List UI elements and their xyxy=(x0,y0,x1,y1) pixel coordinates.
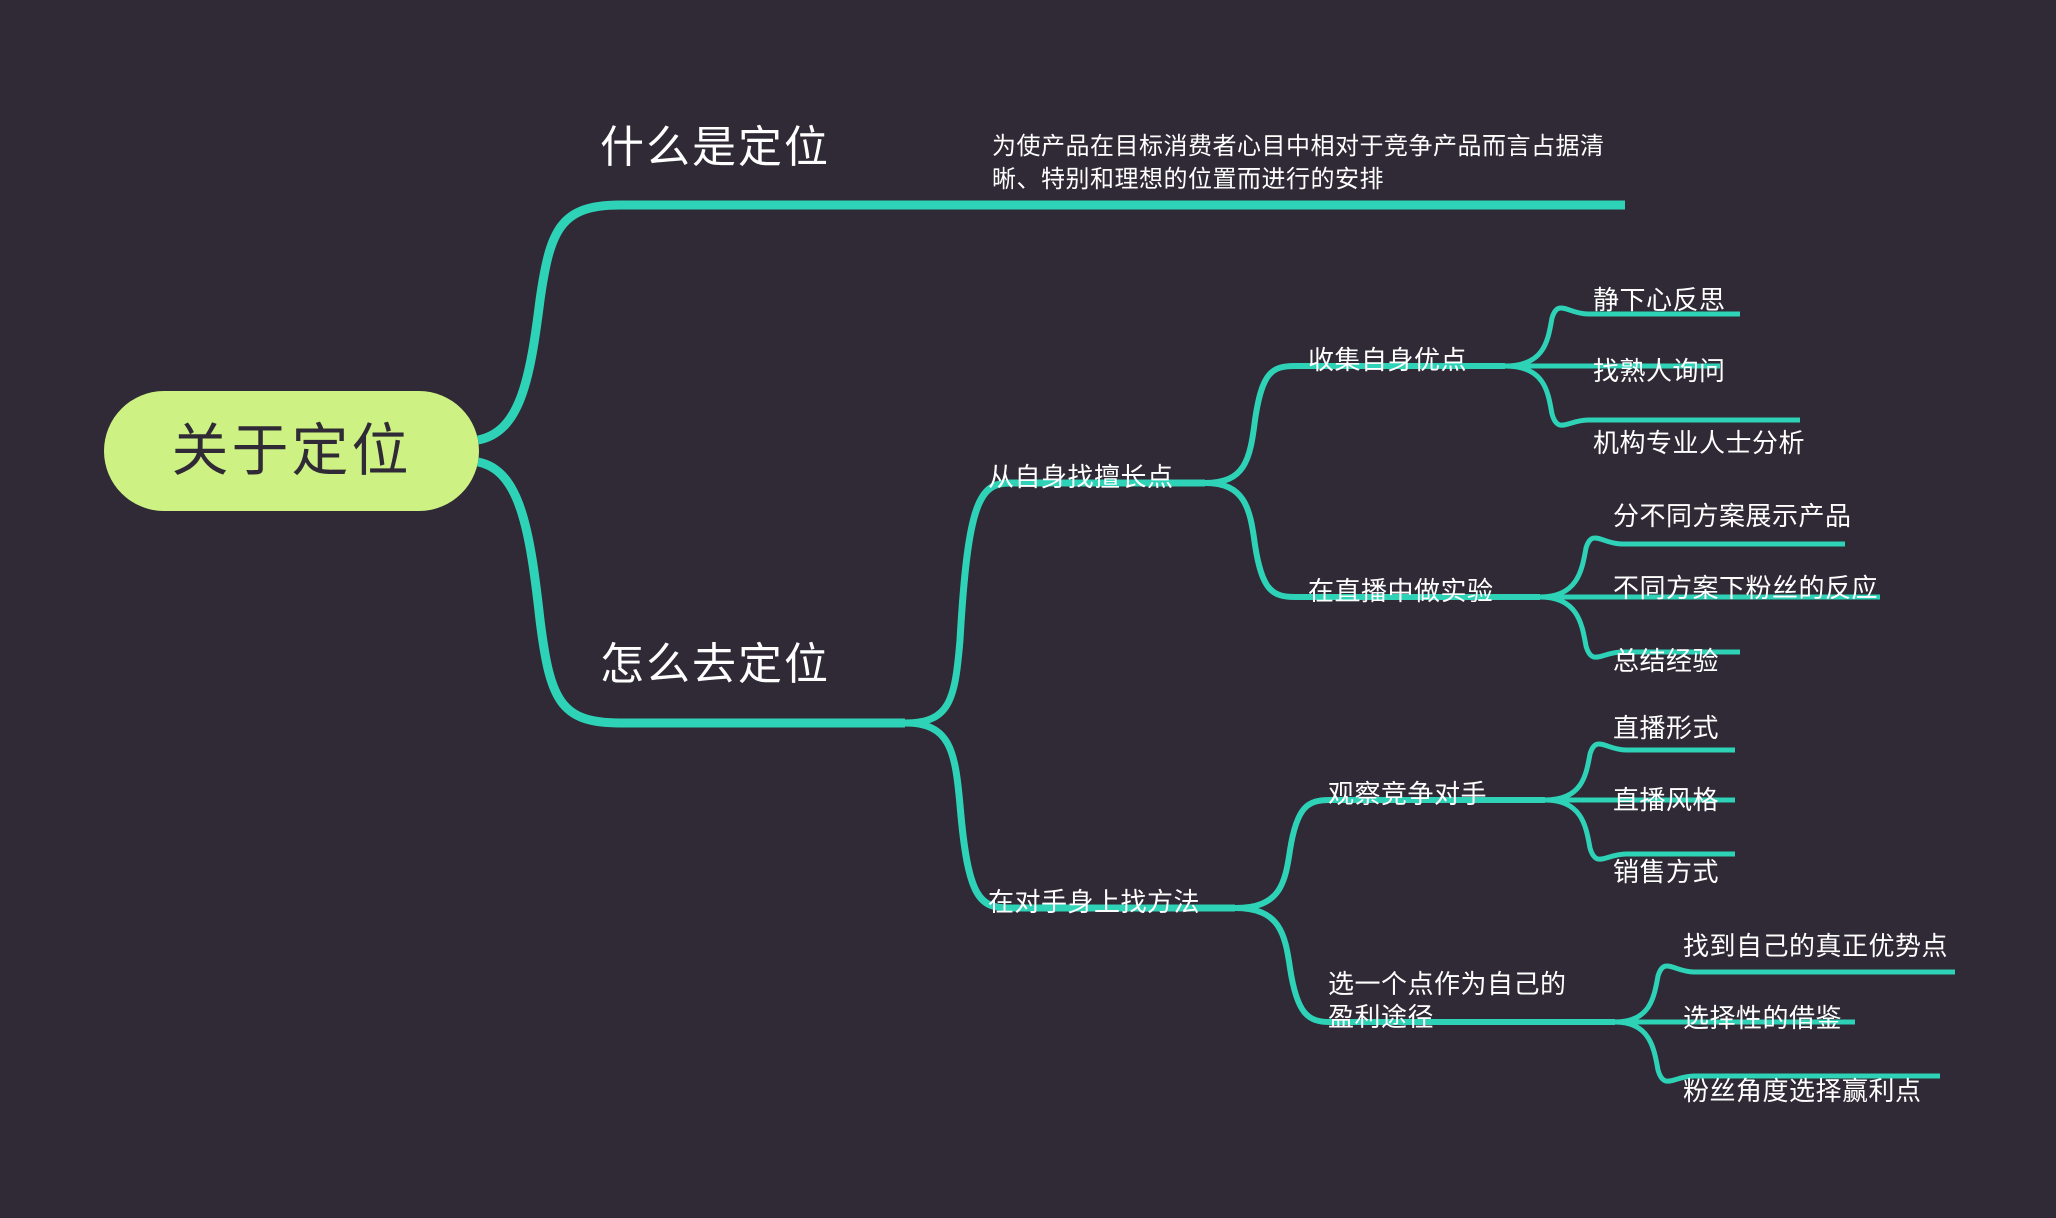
leaf-livestream-format[interactable]: 直播形式 xyxy=(1613,713,1720,743)
leaf-selective-borrowing[interactable]: 选择性的借鉴 xyxy=(1683,1003,1843,1033)
branch-what-is-positioning[interactable]: 什么是定位 xyxy=(600,123,830,172)
leaf-sales-method[interactable]: 销售方式 xyxy=(1613,857,1720,887)
leaf-fan-reactions[interactable]: 不同方案下粉丝的反应 xyxy=(1613,573,1879,603)
node-pick-profit-path[interactable]: 选一个点作为自己的 盈利途径 xyxy=(1328,969,1567,1033)
node-observe-competitors[interactable]: 观察竞争对手 xyxy=(1328,779,1488,809)
root-node-label: 关于定位 xyxy=(171,418,412,483)
leaf-fan-perspective-profit[interactable]: 粉丝角度选择赢利点 xyxy=(1683,1076,1922,1106)
leaf-show-product-variants[interactable]: 分不同方案展示产品 xyxy=(1613,501,1852,531)
node-find-strengths-in-self[interactable]: 从自身找擅长点 xyxy=(988,462,1174,492)
node-collect-own-advantages[interactable]: 收集自身优点 xyxy=(1308,345,1468,375)
leaf-ask-acquaintances[interactable]: 找熟人询问 xyxy=(1593,356,1726,386)
root-node[interactable]: 关于定位 xyxy=(104,391,479,511)
branch-how-to-position[interactable]: 怎么去定位 xyxy=(600,640,830,689)
node-experiment-in-livestream[interactable]: 在直播中做实验 xyxy=(1308,576,1494,606)
leaf-professional-analysis[interactable]: 机构专业人士分析 xyxy=(1593,428,1806,458)
node-find-methods-from-rivals[interactable]: 在对手身上找方法 xyxy=(988,887,1201,917)
leaf-quiet-reflection[interactable]: 静下心反思 xyxy=(1593,285,1726,315)
leaf-summarize-experience[interactable]: 总结经验 xyxy=(1613,646,1720,676)
leaf-livestream-style[interactable]: 直播风格 xyxy=(1613,785,1720,815)
leaf-find-real-advantage[interactable]: 找到自己的真正优势点 xyxy=(1683,931,1949,961)
note-what-is-positioning: 为使产品在目标消费者心目中相对于竞争产品而言占据清晰、特别和理想的位置而进行的安… xyxy=(992,133,1605,194)
